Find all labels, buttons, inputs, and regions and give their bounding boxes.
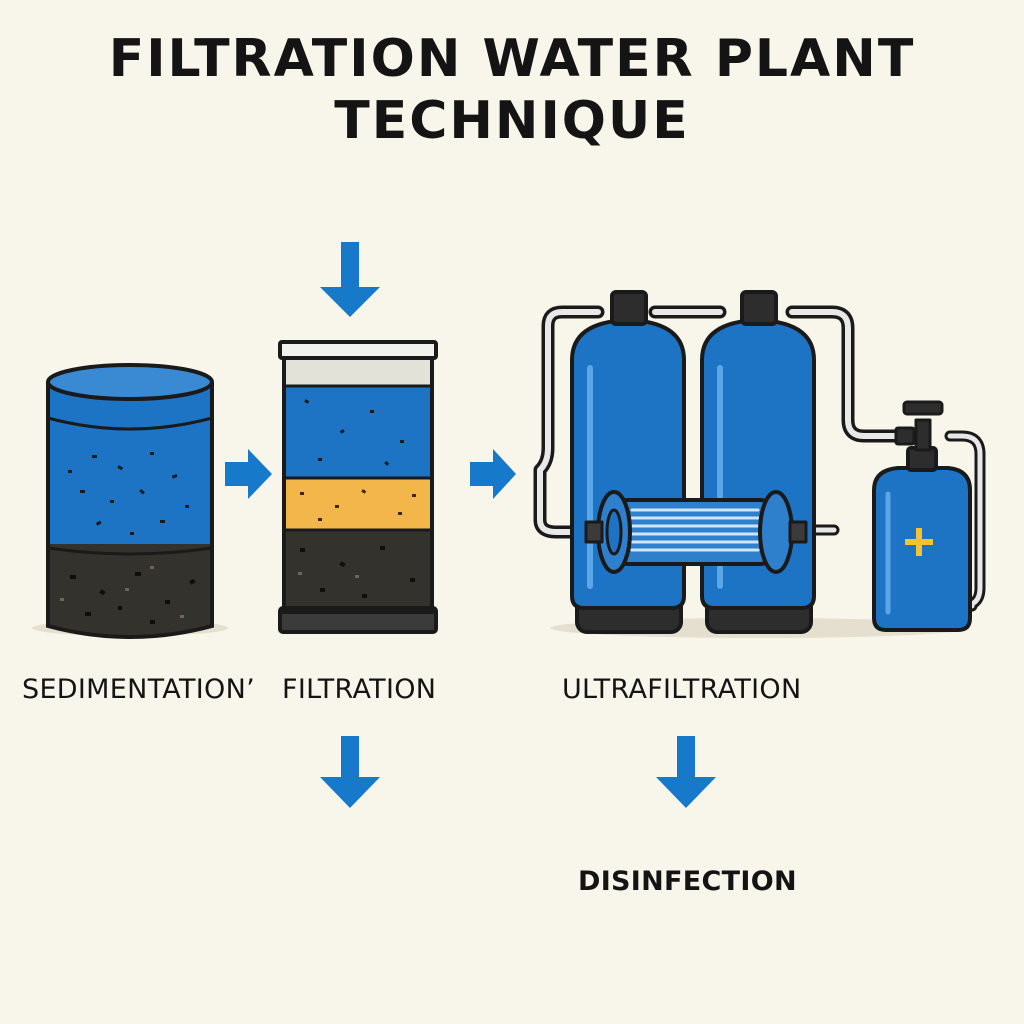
label-sedimentation: SEDIMENTATION’ bbox=[22, 674, 255, 705]
label-filtration: FILTRATION bbox=[282, 674, 437, 705]
arrow-icon bbox=[320, 736, 380, 808]
arrow-icon-group bbox=[225, 242, 716, 808]
title-line-1: FILTRATION WATER PLANT bbox=[108, 29, 916, 89]
plus-icon bbox=[905, 528, 933, 556]
disinfection-cylinder bbox=[872, 400, 972, 632]
label-disinfection: DISINFECTION bbox=[578, 866, 797, 897]
arrow-icon bbox=[470, 449, 516, 499]
arrow-icon bbox=[225, 449, 272, 499]
diagram-title: FILTRATION WATER PLANT TECHNIQUE bbox=[0, 28, 1024, 152]
arrow-icon bbox=[656, 736, 716, 808]
label-ultrafiltration: ULTRAFILTRATION bbox=[562, 674, 802, 705]
sedimentation-tank bbox=[32, 363, 228, 639]
ultrafiltration-unit bbox=[533, 290, 986, 638]
filtration-column bbox=[278, 340, 438, 634]
title-line-2: TECHNIQUE bbox=[334, 91, 690, 151]
arrow-icon bbox=[320, 242, 380, 317]
